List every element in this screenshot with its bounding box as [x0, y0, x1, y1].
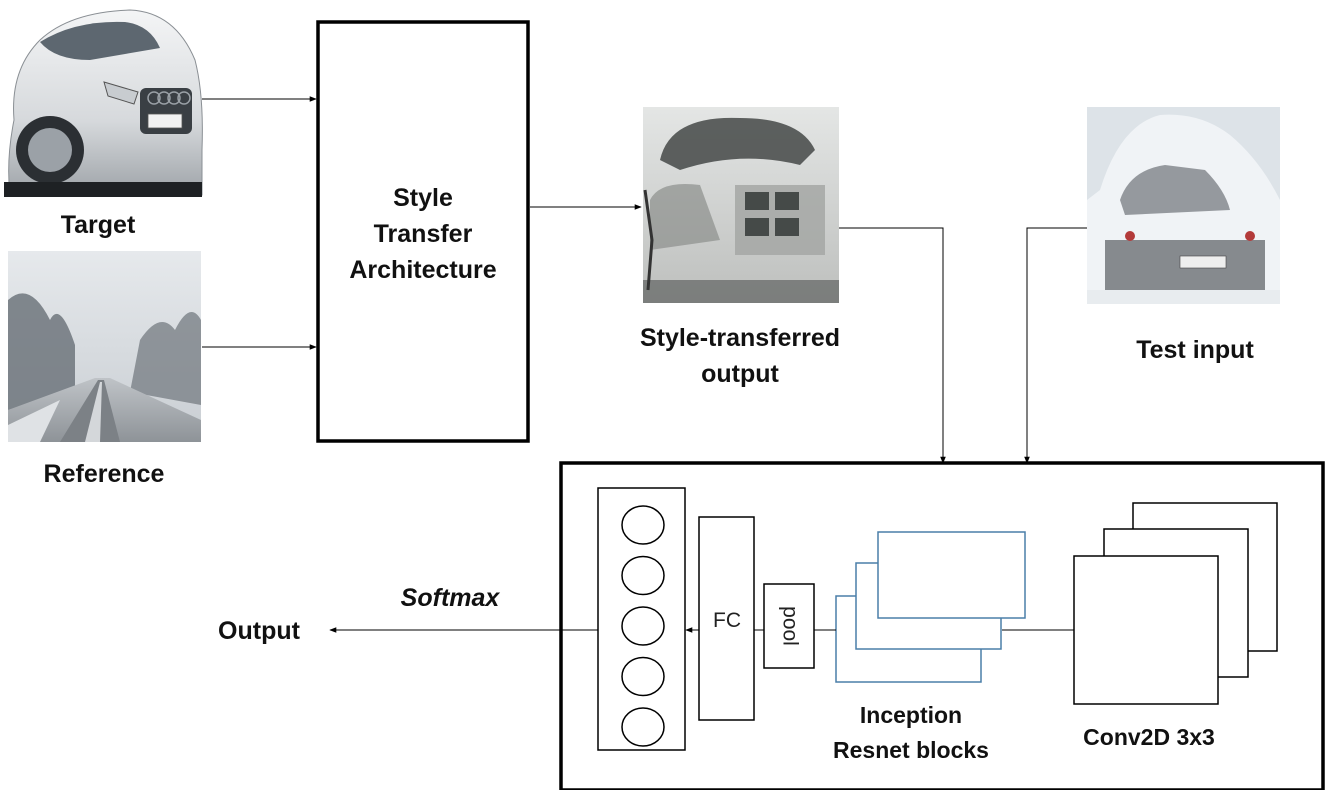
- style-transfer-title-2: Transfer: [374, 220, 473, 248]
- reference-image: [8, 251, 201, 442]
- softmax-neurons: [621, 505, 665, 747]
- softmax-neuron: [621, 707, 665, 747]
- output-label: Output: [218, 617, 301, 645]
- target-image: [4, 0, 203, 197]
- inception-label-1: Inception: [860, 702, 962, 728]
- softmax-neuron: [621, 656, 665, 697]
- fc-label: FC: [713, 609, 741, 632]
- pool-label: pool: [778, 606, 801, 646]
- conv2d-stack: [1073, 502, 1278, 705]
- style-output-label-2: output: [701, 360, 779, 388]
- reference-label: Reference: [44, 460, 165, 488]
- style-transfer-title-3: Architecture: [349, 256, 496, 284]
- softmax-label: Softmax: [401, 584, 501, 612]
- fc-layer: [698, 516, 755, 721]
- style-transfer-box: [316, 20, 530, 443]
- style-transferred-image: [643, 107, 839, 303]
- softmax-neuron: [621, 555, 665, 596]
- softmax-neuron: [621, 505, 665, 545]
- test-input-label: Test input: [1136, 336, 1254, 364]
- style-transfer-title-1: Style: [393, 184, 453, 212]
- test-to-classifier-arrow: [1024, 227, 1087, 464]
- test-input-image: [1087, 107, 1280, 305]
- softmax-neuron: [621, 606, 665, 646]
- inception-resnet-blocks: [835, 531, 1026, 683]
- target-label: Target: [61, 211, 136, 239]
- conv2d-label: Conv2D 3x3: [1083, 724, 1215, 750]
- classifier-box: [559, 461, 1325, 790]
- style-to-classifier-arrow: [839, 227, 946, 464]
- style-output-label-1: Style-transferred: [640, 324, 840, 352]
- pool-layer: [763, 583, 815, 669]
- inception-label-2: Resnet blocks: [833, 737, 989, 763]
